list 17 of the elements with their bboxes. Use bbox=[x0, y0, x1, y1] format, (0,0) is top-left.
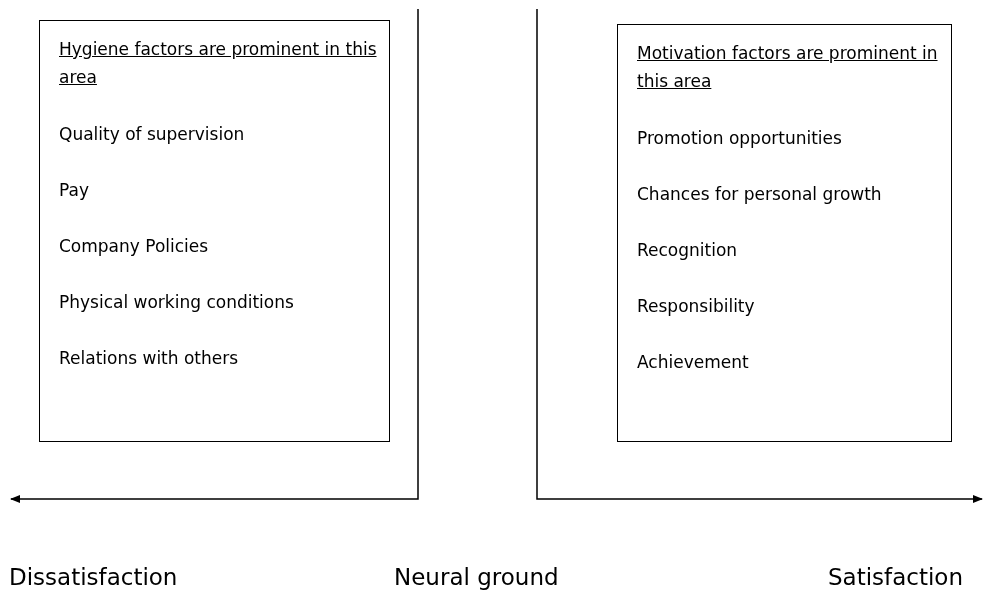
factor-item: Company Policies bbox=[59, 235, 210, 258]
factor-box bbox=[39, 20, 390, 442]
axis-label: Neural ground bbox=[394, 563, 559, 592]
factor-item: Achievement bbox=[637, 351, 750, 374]
factor-item: Recognition bbox=[637, 239, 739, 262]
factor-item: Pay bbox=[59, 179, 90, 202]
factor-box bbox=[617, 24, 952, 442]
box-heading: Motivation factors are prominent in this area bbox=[637, 42, 939, 93]
factor-item: Physical working conditions bbox=[59, 291, 295, 314]
factor-item: Responsibility bbox=[637, 295, 756, 318]
factor-item: Chances for personal growth bbox=[637, 183, 883, 206]
axis-label: Dissatisfaction bbox=[9, 563, 178, 592]
factor-item: Promotion opportunities bbox=[637, 127, 843, 150]
factor-item: Quality of supervision bbox=[59, 123, 246, 146]
box-heading: Hygiene factors are prominent in this area bbox=[59, 38, 378, 89]
factor-item: Relations with others bbox=[59, 347, 240, 370]
axis-label: Satisfaction bbox=[828, 563, 963, 592]
